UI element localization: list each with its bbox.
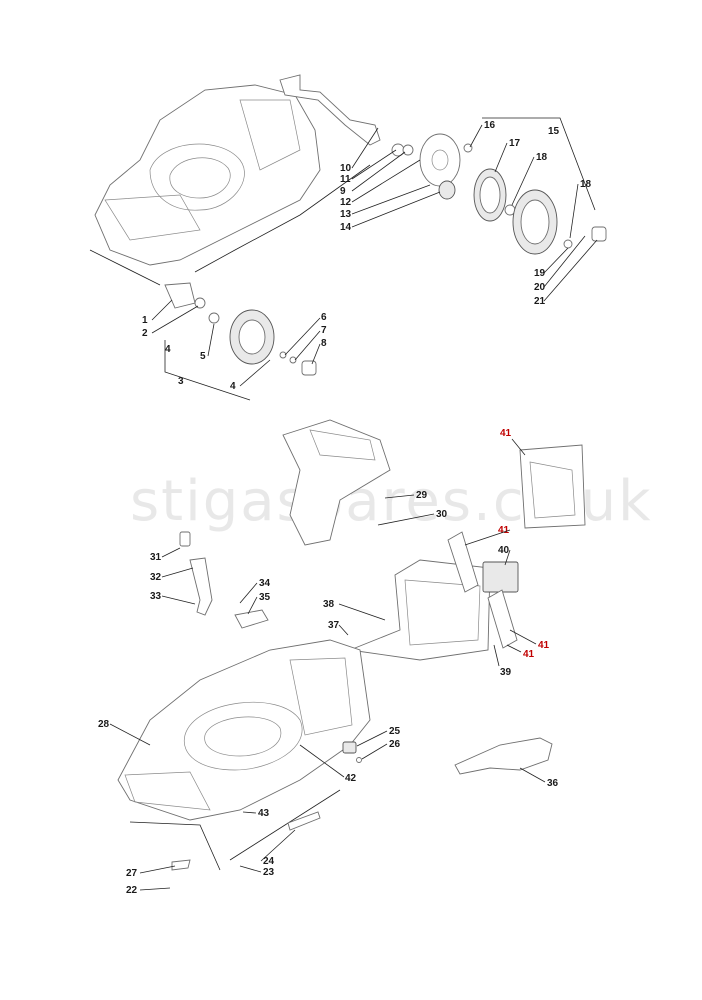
clip-35: [234, 609, 269, 629]
callout-29: 29: [416, 490, 428, 501]
callout-27: 27: [126, 868, 138, 879]
callout-42: 42: [345, 773, 357, 784]
side-parts-41-40: [447, 531, 519, 649]
callout-8: 8: [321, 338, 327, 349]
callout-6: 6: [321, 312, 327, 323]
callout-41-b: 41: [498, 525, 510, 536]
callout-40: 40: [498, 545, 510, 556]
callout-39: 39: [500, 667, 512, 678]
top-right-panel-41: [519, 444, 586, 529]
callout-37: 37: [328, 620, 340, 631]
callout-41-c: 41: [538, 640, 550, 651]
callout-36: 36: [547, 778, 559, 789]
callout-24: 24: [263, 856, 275, 867]
callout-4b: 4: [230, 381, 236, 392]
callout-16: 16: [484, 120, 496, 131]
part-25-26: [342, 741, 362, 763]
callout-35: 35: [259, 592, 271, 603]
callout-41-a: 41: [500, 428, 512, 439]
callout-23: 23: [263, 867, 275, 878]
lever-assembly-bottom: [129, 789, 341, 871]
callout-41-d: 41: [523, 649, 535, 660]
callout-11: 11: [340, 174, 351, 185]
callout-33: 33: [150, 591, 162, 602]
handle-36: [454, 737, 553, 775]
callout-5: 5: [200, 351, 206, 362]
callout-1: 1: [142, 315, 148, 326]
callout-26: 26: [389, 739, 401, 750]
callout-10: 10: [340, 163, 352, 174]
top-leader-lines: [151, 117, 598, 401]
rear-cover: [282, 419, 391, 546]
callout-18b: 18: [580, 179, 592, 190]
top-callouts: 1 2 3 4 4 5 6 7 8 9 10 11 12 13 14 15 16…: [142, 120, 592, 392]
front-wheel-assembly: [89, 249, 317, 376]
callout-12: 12: [340, 197, 352, 208]
callout-7: 7: [321, 325, 327, 336]
callout-19: 19: [534, 268, 546, 279]
height-rod: [194, 164, 371, 273]
callout-13: 13: [340, 209, 352, 220]
bottom-leader-lines: [109, 438, 546, 891]
callout-14: 14: [340, 222, 352, 233]
callout-9: 9: [340, 186, 346, 197]
callout-32: 32: [150, 572, 162, 583]
callout-17: 17: [509, 138, 521, 149]
callout-15: 15: [548, 126, 560, 137]
callout-31: 31: [150, 552, 162, 563]
rear-housing-38: [348, 559, 491, 661]
callout-21: 21: [534, 296, 546, 307]
bottom-callouts: 22 23 23 24 25 26 27 28 29 30 31 32 33 3…: [98, 428, 559, 896]
callout-20: 20: [534, 282, 546, 293]
main-deck-28: [117, 639, 371, 821]
handle-lever-32: [179, 531, 213, 616]
rear-wheel-assembly: [391, 133, 607, 255]
top-deck-outline: [94, 84, 321, 266]
callout-34: 34: [259, 578, 271, 589]
callout-22: 22: [126, 885, 138, 896]
callout-38: 38: [323, 599, 335, 610]
callout-25: 25: [389, 726, 401, 737]
callout-43: 43: [258, 808, 270, 819]
callout-3: 3: [178, 376, 184, 387]
callout-2: 2: [142, 328, 148, 339]
callout-18: 18: [536, 152, 548, 163]
callout-4: 4: [165, 344, 171, 355]
callout-28: 28: [98, 719, 110, 730]
callout-30: 30: [436, 509, 448, 520]
handle-bracket-top: [279, 74, 381, 146]
